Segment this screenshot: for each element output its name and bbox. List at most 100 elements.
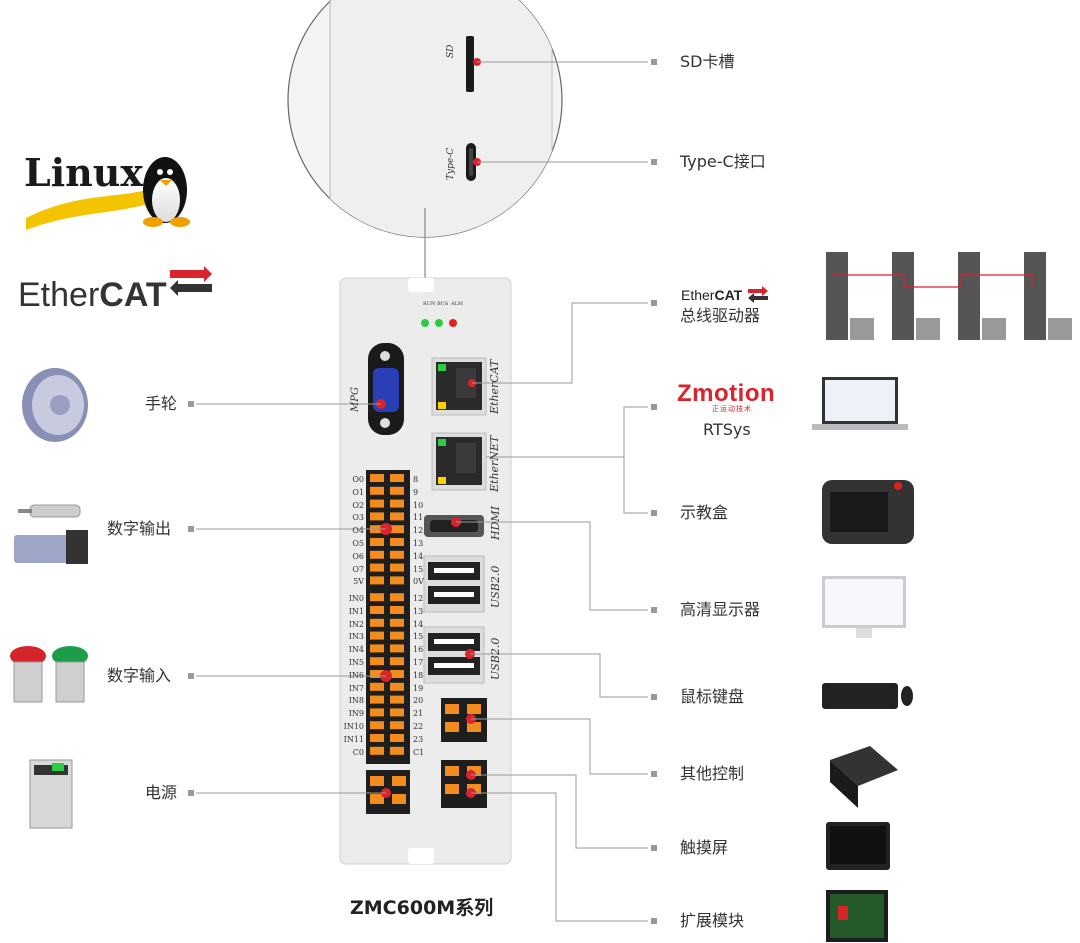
terminal-contact	[370, 631, 384, 640]
input-pin-label-right: 23	[413, 734, 424, 744]
terminal-contact	[390, 695, 404, 704]
typec-mark: Type-C	[446, 147, 456, 180]
usb-port-1-mark: USB2.0	[489, 565, 502, 608]
terminal-contact	[390, 499, 404, 508]
terminal-contact	[370, 618, 384, 627]
mpg-mark: MPG	[350, 387, 361, 412]
input-pin-label-right: 14	[413, 619, 424, 629]
label-type-c: Type-C接口	[680, 152, 766, 171]
ethercat-arrows	[170, 266, 768, 303]
terminal-contact	[370, 746, 384, 755]
terminal-contact	[390, 606, 404, 614]
terminal-contact	[390, 550, 404, 559]
terminal-contact	[390, 708, 404, 717]
label-mouse-keyboard: 鼠标键盘	[680, 687, 745, 706]
input-pin-label: IN4	[348, 645, 364, 655]
input-pin-label: IN8	[348, 696, 364, 706]
terminal-contact	[390, 576, 404, 585]
output-pin-label: O6	[352, 551, 364, 561]
terminal-contact	[392, 794, 406, 804]
output-pin-label-right: 8	[413, 475, 419, 484]
terminal-contact	[390, 644, 404, 653]
terminal-small-1	[445, 704, 481, 732]
servo-drives-image	[826, 252, 1072, 340]
label-ethercat-bus-drive: 总线驱动器	[680, 306, 761, 325]
terminal-contact	[390, 538, 404, 546]
terminal-contact	[445, 766, 459, 776]
terminal-contact	[390, 593, 404, 602]
input-pin-label: IN7	[348, 683, 364, 693]
terminal-contact	[445, 722, 459, 732]
terminal-contact	[370, 734, 384, 742]
power-supply-image	[29, 759, 73, 829]
label-sd-slot: SD卡槽	[680, 52, 735, 71]
output-pin-label: O1	[352, 487, 364, 497]
ethernet-port-mark: EtherNET	[488, 435, 501, 492]
input-pin-label: IN3	[348, 632, 364, 642]
input-pin-label-right: 19	[413, 683, 424, 693]
terminal-contact	[390, 486, 404, 495]
label-ethercat-bus-logo: EtherCAT	[681, 287, 743, 303]
terminal-contact	[370, 721, 384, 730]
terminal-contact	[390, 631, 404, 640]
linux-logo: Linux	[24, 150, 144, 195]
terminal-contact	[390, 563, 404, 572]
terminal-contact	[390, 682, 404, 691]
led-label-alm: ALM	[451, 301, 464, 307]
output-pin-label: O2	[352, 500, 364, 510]
input-pin-label: IN1	[348, 606, 364, 616]
output-pin-label-right: 10	[413, 500, 424, 510]
terminal-contact	[370, 499, 384, 508]
input-pin-label-right: 13	[413, 606, 424, 616]
input-pin-label: IN10	[343, 722, 364, 731]
ethercat-port-mark: EtherCAT	[488, 359, 501, 414]
terminal-contact	[390, 746, 404, 755]
label-expansion-module: 扩展模块	[680, 911, 745, 930]
label-other-control: 其他控制	[680, 764, 745, 783]
terminal-contact	[370, 576, 384, 585]
input-pin-label-right: 18	[413, 670, 424, 680]
leader-lines	[196, 61, 648, 922]
teach-pendant-image	[822, 480, 914, 544]
zoom-circle	[287, 0, 563, 238]
controller-body	[339, 277, 512, 865]
label-power: 电源	[145, 783, 178, 802]
label-digital-output: 数字输出	[107, 519, 172, 538]
input-pin-label-right: 16	[413, 645, 424, 655]
output-pin-label: O3	[352, 513, 364, 523]
terminal-contact	[390, 512, 404, 521]
monitor-image	[822, 576, 906, 638]
label-touch-screen: 触摸屏	[680, 838, 729, 857]
input-pin-label: IN6	[348, 670, 364, 680]
terminal-contact	[370, 794, 384, 804]
product-caption: ZMC600M系列	[350, 897, 494, 919]
output-pin-label: O7	[352, 564, 364, 574]
terminal-contact	[370, 538, 384, 546]
terminal-contact	[370, 657, 384, 666]
expansion-module-image	[826, 890, 888, 942]
terminal-contact	[390, 670, 404, 678]
output-pin-label-right: 12	[413, 526, 424, 536]
led-label-run: RUN	[423, 301, 436, 307]
hdmi-port-mark: HDMI	[489, 505, 502, 540]
servo-drive	[892, 252, 914, 340]
terminal-contact	[370, 682, 384, 691]
output-pin-label-right: 11	[413, 513, 424, 523]
input-pin-label-right: 12	[413, 594, 424, 603]
linux-penguin	[26, 157, 190, 230]
handwheel-image	[22, 368, 88, 442]
input-pin-label-right: 21	[413, 709, 424, 719]
label-rtsys: RTSys	[703, 420, 751, 439]
terminal-contact	[370, 550, 384, 559]
terminal-contact	[370, 474, 384, 482]
terminal-contact	[370, 708, 384, 717]
output-pin-label-right: 15	[413, 564, 424, 574]
zmotion-sub: 正运动技术	[712, 405, 752, 413]
terminal-contact	[370, 644, 384, 653]
output-pin-label-right: 9	[413, 487, 419, 497]
label-digital-input: 数字输入	[107, 666, 172, 685]
output-pin-label: O5	[352, 539, 364, 548]
servo-motor	[1048, 318, 1072, 340]
input-pin-label: IN9	[348, 709, 364, 719]
